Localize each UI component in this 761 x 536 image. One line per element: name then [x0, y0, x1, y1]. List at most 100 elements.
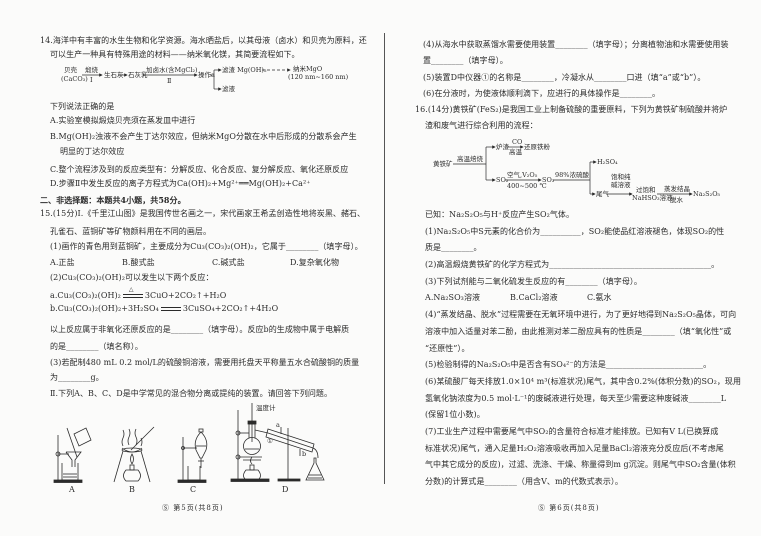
- flow-so3: SO₃: [542, 176, 555, 184]
- flow-so2: SO₂: [496, 176, 509, 184]
- q16-q4-line-2: 溶液中加入适量对苯二酚，由此推测对苯二酚应具有的性质是________（填“氧化…: [425, 327, 732, 336]
- flow-tail-gas: 尾气: [596, 190, 609, 198]
- apparatus-c-separatory-funnel-icon: [177, 428, 208, 483]
- q16-q2: (2)高温煅烧黄铁矿的化学方程式为_______________________…: [425, 260, 720, 269]
- apparatus-a-filtration-icon: [53, 427, 92, 483]
- page-number: 第6页(共8页): [549, 504, 600, 512]
- reaction-a-products: 3CuO+2CO₂↑+H₂O: [144, 291, 227, 300]
- q15-q3-line-2: 为________g。: [50, 373, 104, 382]
- q16-stem-line-1: 16.(14分)黄铁矿(FeS₂)是我国工业上制备硫酸的重要原料，下列为黄铁矿制…: [415, 105, 728, 114]
- flow-lime-milk: 石灰乳: [128, 71, 148, 79]
- reaction-b-products: 3CuSO₄+2CO₂↑+4H₂O: [182, 304, 279, 313]
- q16-q6-line-3: (保留1位小数)。: [425, 410, 485, 419]
- flow-step1-label: 煅烧: [85, 66, 98, 74]
- flow-pyrite: 黄铁矿: [433, 160, 453, 168]
- q16-stem-line-2: 渣和废气进行综合利用的流程：: [425, 121, 538, 130]
- q16-q1-line-1: (1)Na₂S₂O₅中S元素的化合价为__________，SO₂能使品红溶液褪…: [425, 227, 725, 236]
- q15-q4-line-1: (4)从海水中获取蒸馏水需要使用装置________（填字母）；分离植物油和水需…: [423, 40, 729, 49]
- q16-q1-line-2: 质是________。: [425, 243, 482, 252]
- heat-condition: △: [128, 286, 134, 293]
- flow-supersat-line-2: NaHSO₃溶液: [632, 194, 673, 202]
- flow-h2so4: H₂SO₄: [597, 158, 618, 166]
- q16-given: 已知：Na₂S₂O₅与H⁺反应产生SO₂气体。: [425, 210, 575, 219]
- flow-high-temp: 高温: [509, 148, 522, 156]
- equals-sign: [160, 307, 181, 311]
- q14-option-b-cont: 明显的丁达尔效应: [60, 147, 125, 156]
- flow-iron-powder: 还原铁粉: [524, 143, 550, 151]
- q16-q7-line-2: 标准状况)尾气，通入足量H₂O₂溶液吸收再加入足量BaCl₂溶液充分反应后(不考…: [425, 444, 724, 453]
- q16-flow-arrows: [453, 145, 693, 196]
- flow-shell-formula: (CaCO₃): [61, 75, 88, 83]
- left-page-footer: Ⓢ 第5页(共8页): [162, 503, 224, 513]
- q14-flow-arrows: [82, 68, 291, 91]
- q14-option-b: B.Mg(OH)₂浊液不会产生丁达尔效应，但纳米MgO分散在水中后形成的分散系会…: [50, 132, 357, 141]
- flow-filtrate: 滤液: [222, 85, 235, 93]
- flow-step1-num: Ⅰ: [90, 76, 93, 84]
- q16-q3: (3)下列试剂能与二氧化硫发生反应的有________（填字母）。: [425, 277, 642, 286]
- q15-q5: (5)装置D中仪器①的名称是________，冷凝水从________口进（填“…: [423, 73, 706, 82]
- q16-q6-line-2: 氢氧化钠浓度为0.5 mol·L⁻¹的废碱液进行处理，每天至少需要这种废碱液__…: [425, 394, 727, 403]
- q16-q6-line-1: (6)某硫酸厂每天排放1.0×10⁴ m³(标准状况)尾气，其中含0.2%(体积…: [425, 377, 742, 386]
- q14-stem-line-1: 14.海洋中有丰富的水生生物和化学资源。海水晒盐后，以其母液（卤水）和贝壳为原料…: [40, 36, 367, 45]
- q14-option-c: C.整个流程涉及到的反应类型有：分解反应、化合反应、复分解反应、氧化还原反应: [50, 165, 349, 174]
- q15-q2: (2)Cu₃(CO₃)₂(OH)₂可以发生以下两个反应：: [50, 273, 214, 282]
- flow-shell: 贝壳: [64, 66, 77, 74]
- q15-q1-option-c: C.碱式盐: [212, 258, 245, 267]
- apparatus-label-c: C: [190, 485, 197, 494]
- q14-prompt: 下列说法正确的是: [50, 102, 115, 111]
- flow-residue: 滤渣 Mg(OH)₂: [222, 66, 267, 74]
- equals-sign-heat: △: [122, 286, 143, 298]
- flow-co: CO: [512, 138, 523, 146]
- q16-q4-line-3: “还原性”）。: [425, 344, 470, 353]
- q15-stem-line-1: 15.(15分)Ⅰ.《千里江山图》是我国传世名画之一，宋代画家王希孟创造性地将炭…: [40, 209, 366, 218]
- q14-option-d: D.步骤Ⅱ中发生反应的离子方程式为Ca(OH)₂+Mg²⁺══Mg(OH)₂+C…: [50, 179, 311, 188]
- q16-q5: (5)检验制得的Na₂S₂O₅中是否含有SO₄²⁻的方法是___________…: [425, 360, 712, 369]
- port-b-label: b: [302, 450, 307, 458]
- q16-q4-line-1: (4)“蒸发结晶、脱水”过程需要在无氧环境中进行，为了更好地得到Na₂S₂O₅晶…: [425, 310, 737, 319]
- flow-soda-line-1: 饱和纯: [611, 173, 631, 181]
- q15-reaction-a: a.Cu₃(CO₃)₂(OH)₂ △ 3CuO+2CO₂↑+H₂O: [50, 286, 227, 302]
- q15-q1-option-a: A.正盐: [50, 258, 75, 267]
- apparatus-b-evaporation-icon: [113, 426, 155, 483]
- flow-soda-line-2: 碱溶液: [611, 181, 631, 189]
- apparatus-label-a: A: [69, 485, 75, 494]
- page-number: 第5页(共8页): [173, 504, 224, 512]
- q15-q1-option-d: D.复杂氧化物: [290, 258, 340, 267]
- q16-q3-option-c: C.氨水: [587, 293, 612, 302]
- condenser-marker: ①: [267, 437, 273, 445]
- q16-q7-line-1: (7)工业生产过程中需要尾气中SO₂的含量符合标准才能排放。已知有V L(已换算…: [425, 427, 719, 436]
- port-a-label: a: [276, 421, 280, 429]
- q15-q4-line-2: 置________（填字母）。: [423, 56, 508, 65]
- flow-quicklime: 生石灰: [104, 71, 124, 79]
- exam-logo-icon: Ⓢ: [162, 504, 170, 512]
- flow-dehydrate-label: 脱水: [670, 196, 683, 204]
- q15-q1: (1)画作的青色用到蓝铜矿，主要成分为Cu₃(CO₃)₂(OH)₂，它属于___…: [50, 242, 363, 251]
- flow-evap-label: 蒸发结晶: [664, 185, 690, 193]
- flow-slag: 炉渣: [496, 143, 509, 151]
- q15-part2-intro: Ⅱ.下列A、B、C、D是中学常见的混合物分离或提纯的装置。请回答下列问题。: [50, 389, 333, 398]
- section-2-heading: 二、非选择题：本题共4小题，共58分。: [40, 195, 186, 205]
- flow-step2-num: Ⅱ: [167, 77, 172, 85]
- flow-operation: 操作a: [198, 71, 215, 79]
- flow-temp-range: 400~500 ℃: [507, 182, 547, 190]
- flow-product-size: (120 nm~160 nm): [288, 73, 349, 81]
- q15-q6: (6)在分液时，为使液体顺利滴下，应进行的具体操作是________。: [423, 89, 661, 98]
- q16-q7-line-4: 分数)的计算式是________（用含V、m的代数式表示）。: [425, 477, 623, 486]
- q16-q3-option-b: B.CaCl₂溶液: [510, 293, 558, 302]
- flow-product: Na₂S₂O₅: [693, 190, 721, 198]
- apparatus-d-distillation-icon: [230, 403, 325, 482]
- q16-q3-option-a: A.Na₂SO₃溶液: [425, 293, 481, 302]
- q14-stem-line-2: 可以生产一种具有特殊用途的材料——纳米氧化镁，其简要流程如下。: [50, 50, 300, 59]
- flow-absorb-label: 98%浓硫酸: [555, 171, 589, 179]
- q15-q2-text-line-1: 以上反应属于非氧化还原反应的是________（填字母）。反应b的生成物中属于电…: [50, 325, 350, 334]
- q14-option-a: A.实验室模拟煅烧贝壳须在蒸发皿中进行: [50, 116, 196, 125]
- reaction-a-reactants: a.Cu₃(CO₃)₂(OH)₂: [50, 291, 121, 300]
- flow-roast-label: 高温焙烧: [457, 155, 483, 163]
- q15-q2-text-line-2: 的是________（填名称）。: [50, 342, 143, 351]
- flow-step2-label: 加卤水(含MgCl₂): [146, 66, 198, 74]
- right-page-footer: Ⓢ 第6页(共8页): [538, 503, 600, 513]
- exam-logo-icon: Ⓢ: [538, 504, 546, 512]
- flow-product: 纳米MgO: [293, 65, 323, 73]
